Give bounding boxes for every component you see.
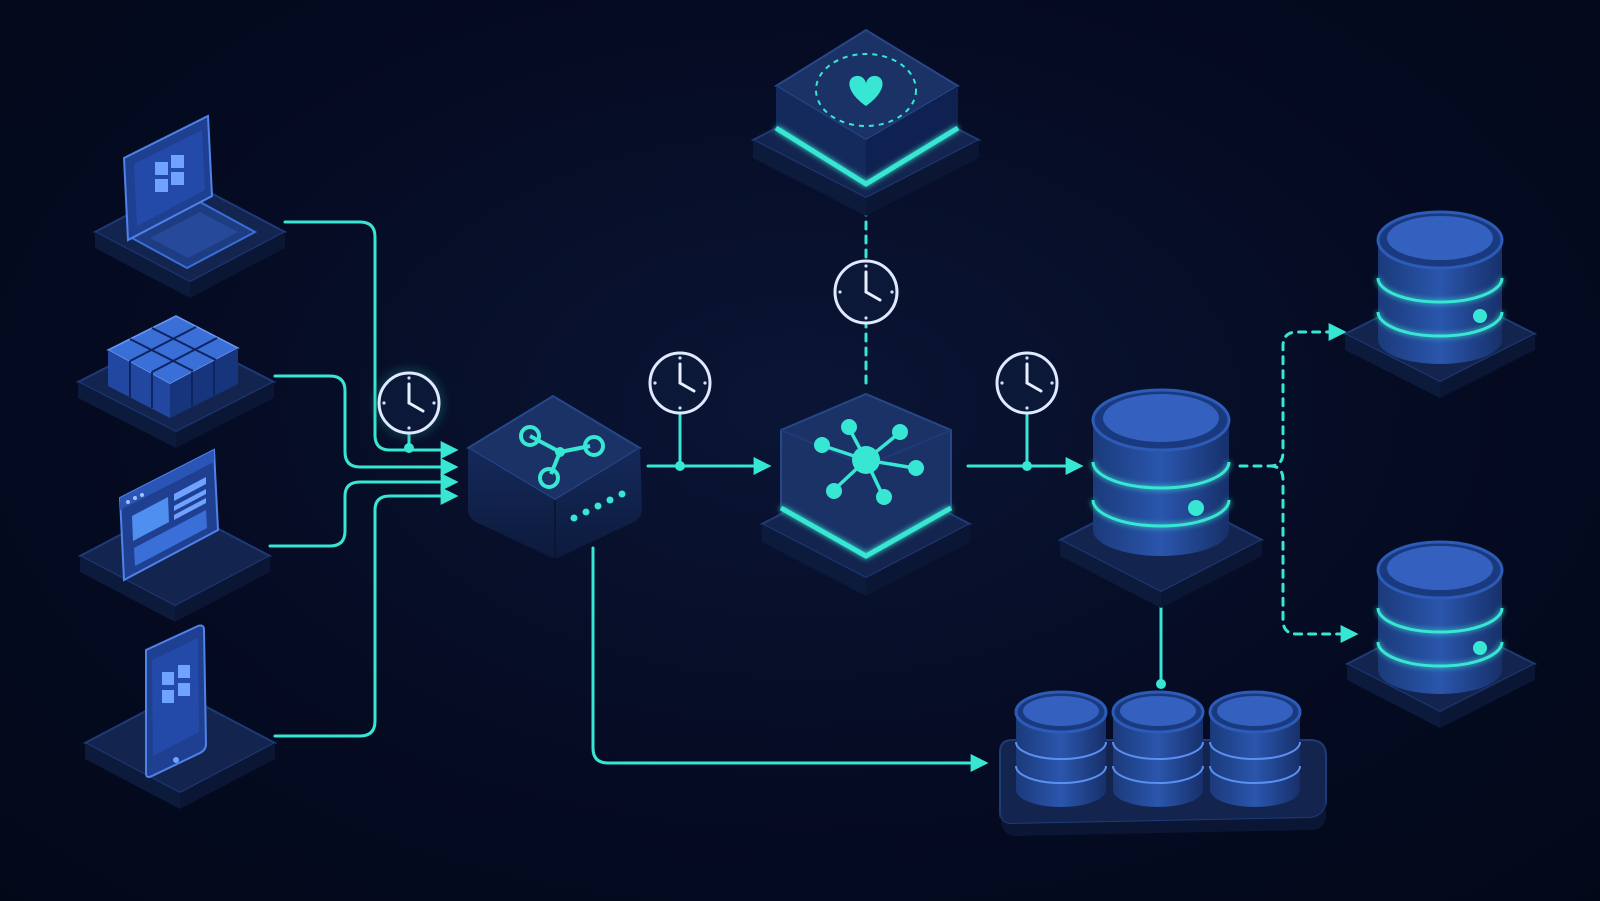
connector-router-storage [591, 546, 989, 772]
connector-db-replica1 [1238, 323, 1347, 468]
timer-health [833, 259, 899, 325]
database-cluster-icon [1014, 690, 1302, 807]
timer-ingress [377, 371, 441, 453]
junction-dot [1156, 679, 1166, 689]
database-icon [1376, 540, 1504, 694]
connector-laptop-router [283, 220, 459, 459]
node-web-browser-client[interactable] [77, 448, 273, 622]
node-primary-database[interactable] [1057, 388, 1265, 608]
connector-containers-router [273, 374, 459, 476]
cluster-db-3 [1208, 690, 1302, 807]
node-replica-database-2[interactable] [1344, 540, 1538, 728]
status-leds [570, 490, 626, 522]
timer-broker-db [995, 351, 1059, 471]
share-nodes-icon [519, 425, 605, 489]
node-replica-database-1[interactable] [1342, 210, 1538, 398]
database-icon [1376, 210, 1504, 364]
smartphone-icon [145, 624, 208, 778]
hub-spokes-icon [814, 419, 924, 505]
heart-icon [815, 53, 917, 127]
connector-mobile-router [273, 487, 459, 738]
node-mobile-client[interactable] [82, 624, 278, 810]
cluster-db-2 [1111, 690, 1205, 807]
node-router-hub[interactable] [466, 394, 642, 558]
connector-browser-router [268, 473, 459, 548]
cluster-db-1 [1014, 690, 1108, 807]
node-storage-cluster[interactable] [999, 690, 1327, 836]
connector-db-replica2 [1268, 464, 1359, 643]
container-grid-icon [106, 315, 240, 418]
browser-window-icon [118, 448, 220, 582]
timer-router-broker [648, 351, 712, 471]
clock-icon [833, 259, 899, 325]
node-container-grid[interactable] [75, 315, 277, 448]
clock-icon [648, 351, 712, 415]
clock-icon [995, 351, 1059, 415]
database-icon [1091, 388, 1231, 556]
node-message-broker[interactable] [759, 392, 973, 596]
node-health-monitor[interactable] [750, 28, 982, 216]
laptop-windows-icon [122, 114, 258, 270]
clock-icon [377, 371, 441, 435]
node-laptop-client[interactable] [92, 114, 288, 298]
